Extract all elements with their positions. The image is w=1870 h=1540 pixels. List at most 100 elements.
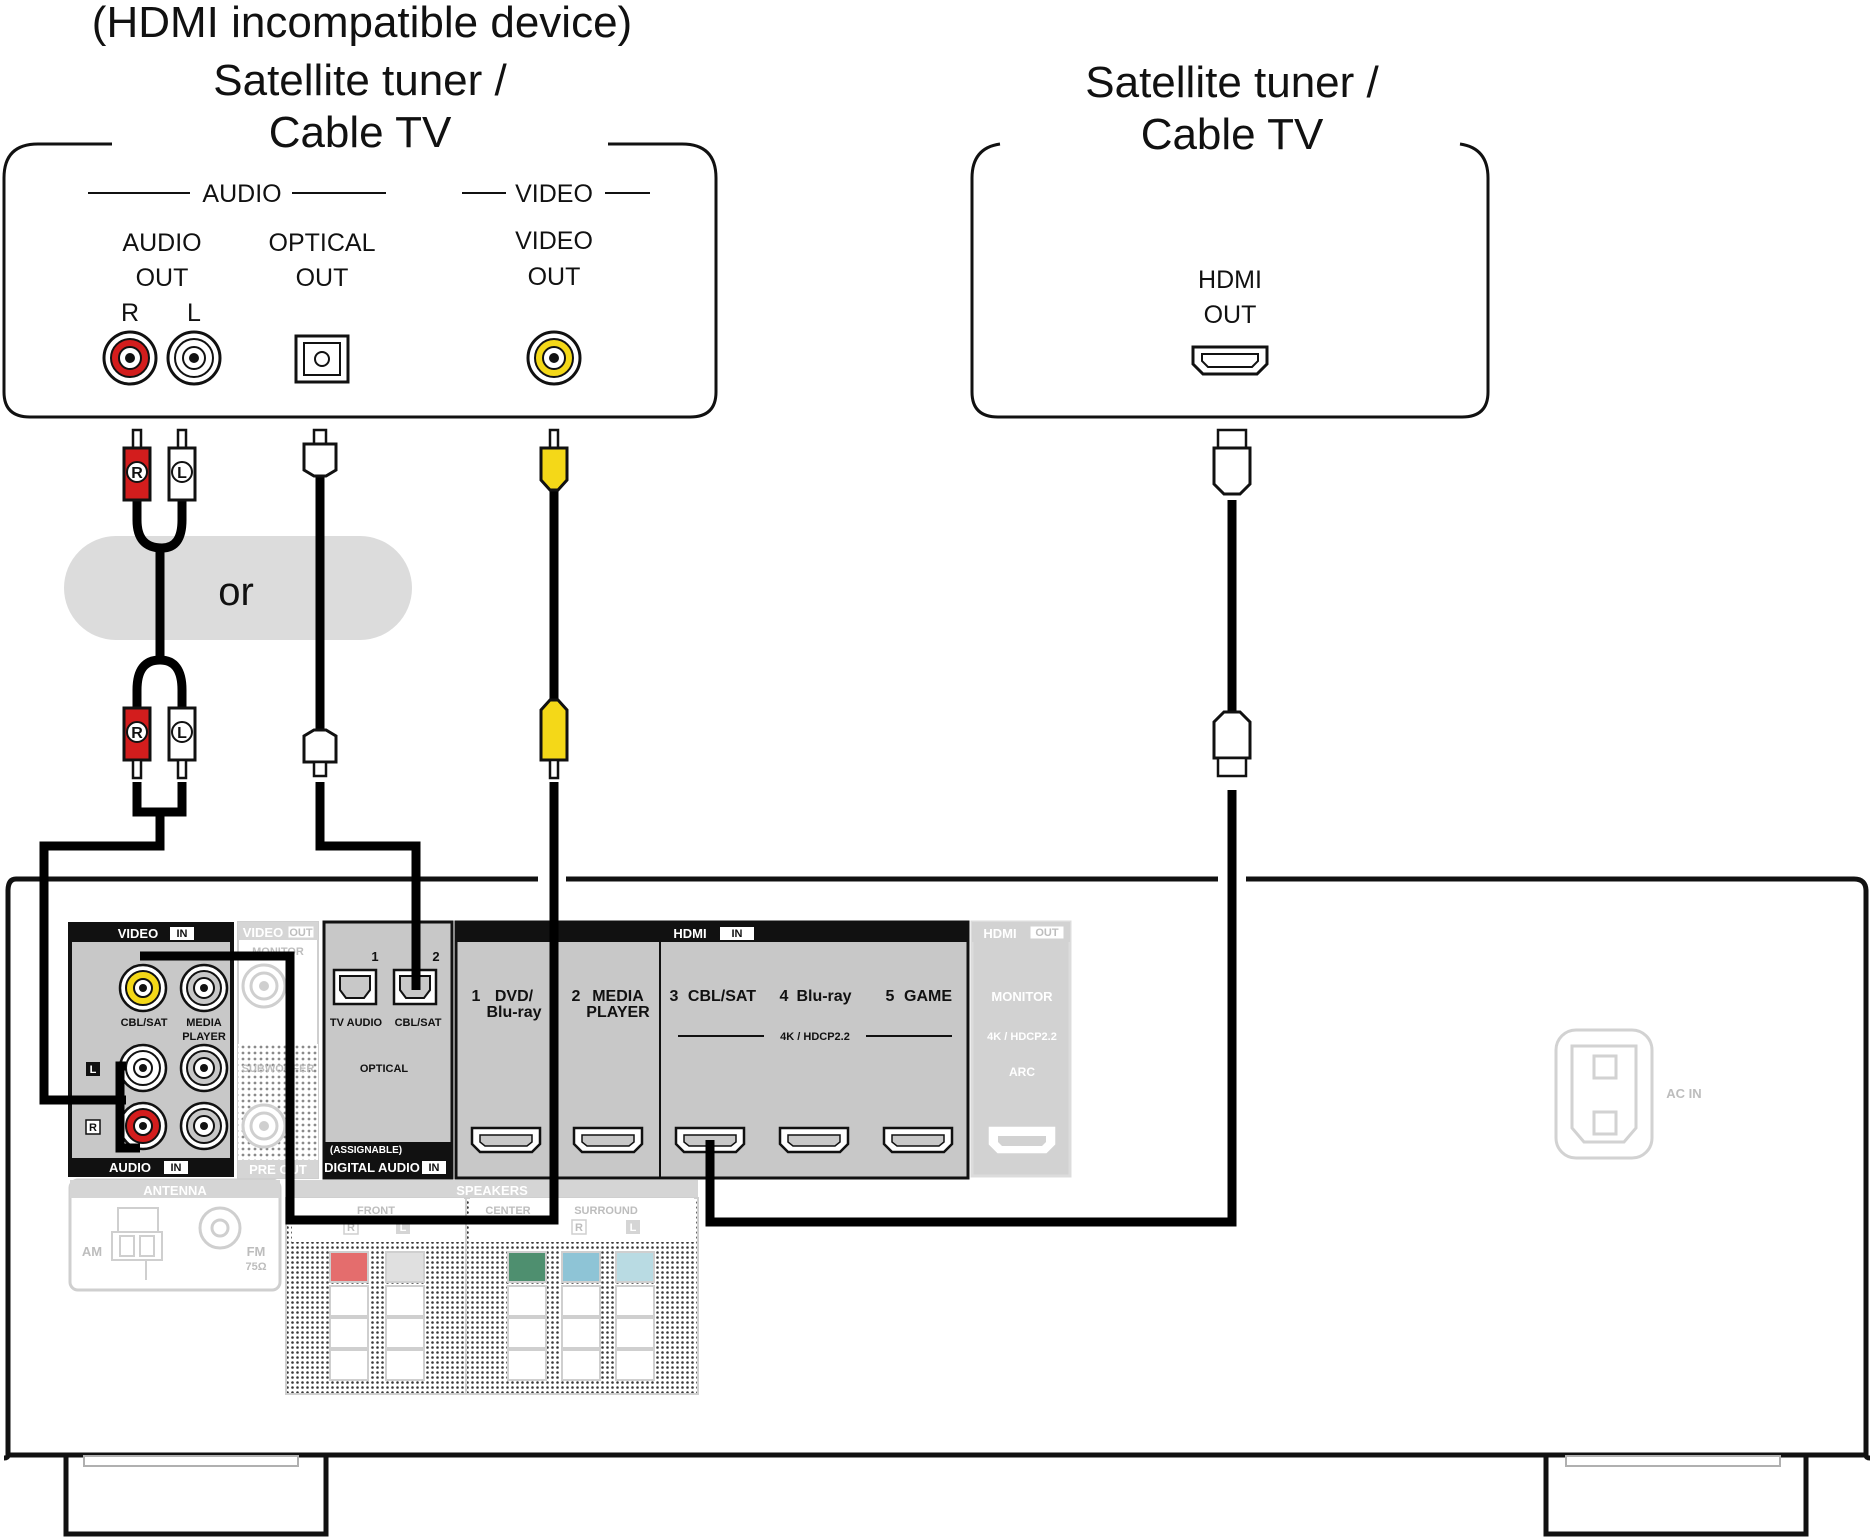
hdcp-label: 4K / HDCP2.2 [780, 1031, 850, 1043]
optical-plug-lower [302, 728, 338, 778]
audio-in-badge: IN [171, 1162, 182, 1174]
receiver-hdmi-out-badge: OUT [1035, 927, 1059, 939]
hdmi-out-port [1191, 345, 1269, 376]
right-device-box [970, 142, 1490, 419]
rca-plug-l-lower-letter: L [177, 725, 187, 742]
front-r-label: R [347, 1222, 355, 1234]
audio-group-label: AUDIO [202, 180, 281, 208]
center-label: CENTER [485, 1205, 530, 1217]
hdmi-in-4-port [778, 1126, 850, 1154]
assignable-label: (ASSIGNABLE) [330, 1145, 402, 1156]
optical-label: OPTICAL [360, 1063, 409, 1075]
left-device-box [2, 142, 718, 419]
video-out-jack [526, 330, 582, 386]
cbl-sat-audio-r-jack [118, 1101, 168, 1151]
tv-audio-label: TV AUDIO [330, 1017, 383, 1029]
hdmi-in-label: HDMI [673, 926, 706, 941]
video-in-badge: IN [177, 928, 188, 940]
rca-plug-l-lower: L [167, 706, 197, 780]
fm-ohm-label: 75Ω [245, 1261, 266, 1273]
surround-r-label: R [575, 1222, 583, 1234]
ac-in-socket: AC IN [1554, 1028, 1702, 1160]
media-player-video-label-line1: MEDIA [186, 1017, 222, 1029]
hdmi-input-2-number: 2 [572, 988, 581, 1005]
right-device-title-line1: Satellite tuner / [1085, 58, 1379, 107]
jack-l-label: L [90, 1064, 97, 1076]
left-device-title-line1: Satellite tuner / [213, 56, 507, 105]
audio-cable-to-receiver [39, 782, 187, 1105]
speakers-label: SPEAKERS [456, 1183, 528, 1198]
cbl-sat-video-in-jack [118, 963, 168, 1013]
hdmi-input-1-number: 1 [472, 988, 481, 1005]
rca-plug-r-upper-letter: R [131, 465, 143, 482]
audio-cable-lower-split [132, 655, 187, 710]
antenna-panel: ANTENNA AM FM 75Ω [68, 1178, 282, 1292]
left-device-note: (HDMI incompatible device) [92, 0, 632, 47]
optical-out-port [294, 334, 350, 384]
hdmi-plug-upper [1212, 428, 1252, 496]
front-l-label: L [400, 1222, 407, 1234]
rca-plug-r-lower-letter: R [131, 725, 143, 742]
hdcp-out-label: 4K / HDCP2.2 [987, 1031, 1057, 1043]
receiver-hdmi-out-label: HDMI [983, 926, 1016, 941]
video-out-label-line2: OUT [528, 263, 581, 291]
video-cable-lower [140, 782, 559, 1225]
audio-out-label-line1: AUDIO [122, 229, 201, 257]
fm-label: FM [247, 1244, 266, 1259]
video-in-label: VIDEO [118, 926, 158, 941]
right-device-title-line2: Cable TV [1141, 110, 1324, 159]
l-channel-label: L [187, 299, 201, 327]
video-plug-upper [539, 428, 569, 492]
audio-out-r-jack [102, 330, 158, 386]
receiver-foot-right [1543, 1455, 1809, 1537]
rca-plug-l-upper-letter: L [177, 465, 187, 482]
audio-cable-l-branch [115, 1061, 140, 1153]
media-player-audio-l-jack [179, 1043, 229, 1093]
subwoofer-label: SUBWOOFER [242, 1063, 315, 1075]
video-plug-lower [539, 698, 569, 780]
surround-label: SURROUND [574, 1205, 638, 1217]
optical-in-panel: 1 2 TV AUDIO CBL/SAT OPTICAL (ASSIGNABLE… [322, 920, 454, 1180]
speakers-panel: SPEAKERS FRONT CENTER SURROUND R L R L [285, 1180, 699, 1395]
digital-audio-badge: IN [429, 1162, 440, 1174]
hdmi-out-label-line2: OUT [1204, 301, 1257, 329]
rca-plug-r-upper: R [122, 428, 152, 502]
or-band [64, 536, 412, 640]
audio-in-label: AUDIO [109, 1160, 151, 1175]
hdmi-in-5-port [882, 1126, 954, 1154]
ac-in-label: AC IN [1666, 1086, 1701, 1101]
hdmi-input-4-label: Blu-ray [796, 988, 851, 1005]
audio-out-l-jack [166, 330, 222, 386]
optical-cable-lower [315, 782, 421, 990]
surround-l-label: L [630, 1222, 637, 1234]
optical-input-1-number: 1 [371, 949, 378, 964]
front-label: FRONT [357, 1205, 395, 1217]
hdmi-in-1-port [470, 1126, 542, 1154]
rca-plug-r-lower: R [122, 706, 152, 780]
hdmi-input-3-number: 3 [670, 988, 679, 1005]
or-label: or [218, 570, 254, 614]
media-player-audio-r-jack [179, 1101, 229, 1151]
media-player-video-label-line2: PLAYER [182, 1031, 226, 1043]
left-device-title-line2: Cable TV [269, 108, 452, 157]
optical-plug-upper [302, 428, 338, 478]
optical-cbl-sat-label: CBL/SAT [395, 1017, 442, 1029]
rca-plug-l-upper: L [167, 428, 197, 502]
hdmi-input-2-label-line2: PLAYER [586, 1004, 650, 1021]
video-out-label: VIDEO [243, 925, 283, 940]
video-out-badge: OUT [289, 927, 313, 939]
hdmi-in-badge: IN [732, 928, 743, 940]
r-channel-label: R [121, 299, 139, 327]
video-out-panel: VIDEO OUT MONITOR SUBWOOFER PRE OUT [237, 921, 319, 1179]
optical-out-label-line2: OUT [296, 264, 349, 292]
hdmi-out-panel: HDMI OUT MONITOR 4K / HDCP2.2 ARC [970, 920, 1072, 1178]
cbl-sat-audio-l-jack [118, 1043, 168, 1093]
hdmi-input-1-label-line2: Blu-ray [486, 1004, 541, 1021]
hdmi-out-label-line1: HDMI [1198, 266, 1262, 294]
hdmi-input-2-label-line1: MEDIA [592, 988, 644, 1005]
am-label: AM [82, 1244, 102, 1259]
video-out-label-line1: VIDEO [515, 227, 593, 255]
monitor-label: MONITOR [991, 989, 1053, 1004]
optical-input-2-number: 2 [432, 949, 439, 964]
